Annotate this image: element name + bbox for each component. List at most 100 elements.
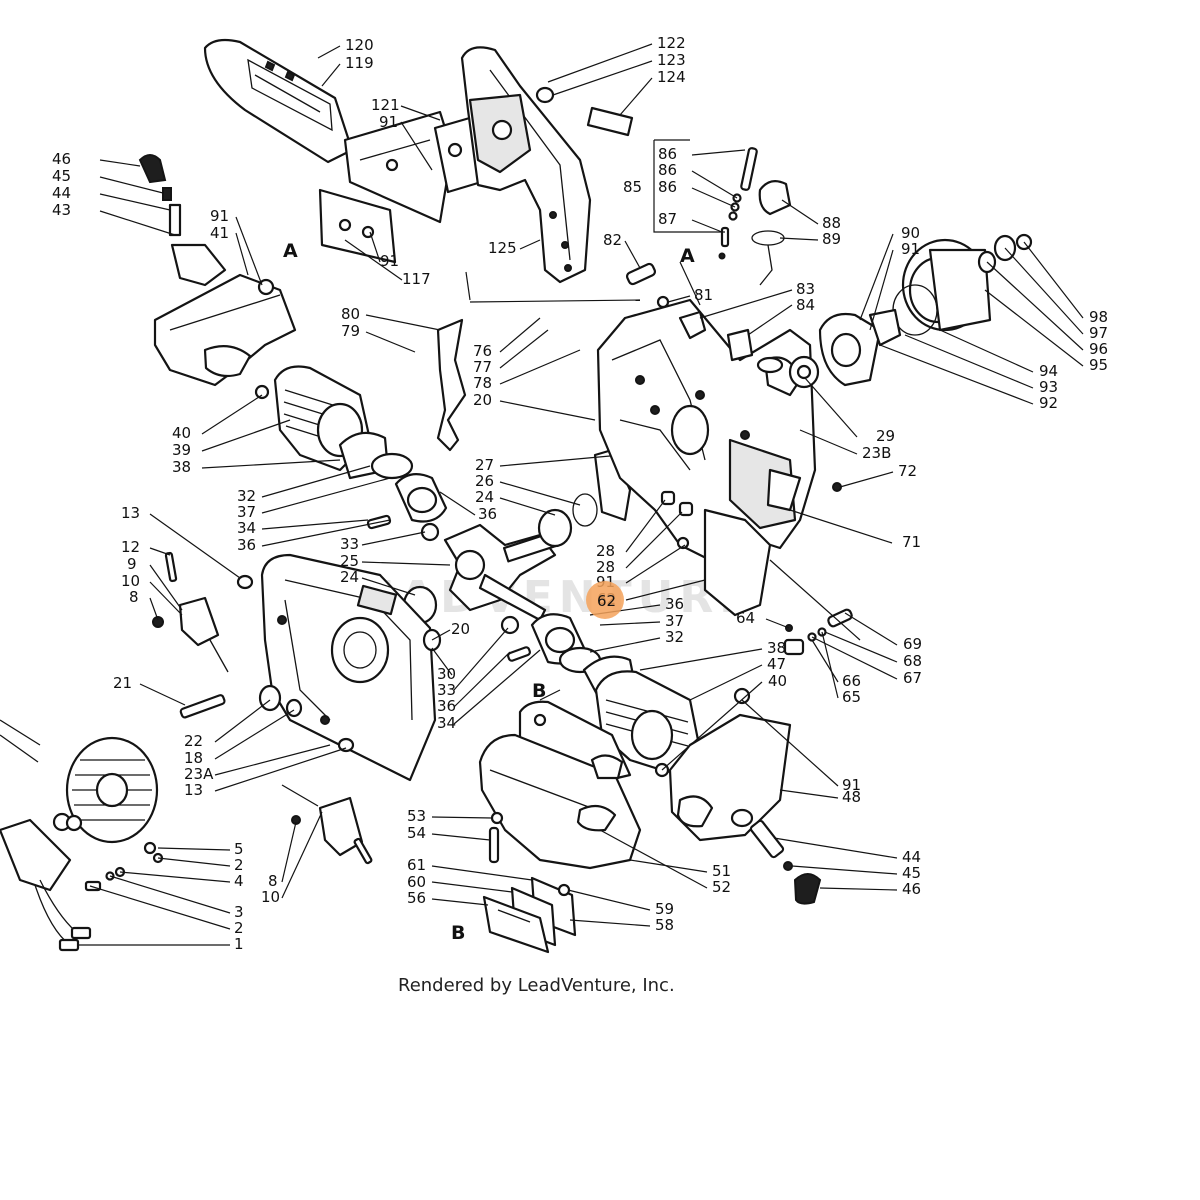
callout-label-73: 67 [903,669,922,687]
ignition-coil-lower [281,784,373,865]
callout-label-30: 97 [1089,324,1108,342]
callout-label-13: 91 [380,252,399,270]
bearing-29-bore [796,364,812,380]
callout-label-82: 65 [842,688,861,706]
ref-label-b-bottom: B [451,922,465,944]
callout-label-110: 56 [407,889,426,907]
callout-label-8: 45 [52,167,71,185]
callout-label-6: 91 [379,113,398,131]
callout-label-7: 46 [52,150,71,168]
callout-label-76: 32 [665,628,684,646]
callout-label-101: 51 [712,862,731,880]
callout-label-3: 123 [657,51,686,69]
needle-bearing-upper [420,522,440,542]
callout-label-108: 61 [407,856,426,874]
screw-72 [832,482,842,492]
callout-label-75: 37 [665,612,684,630]
callout-label-39: 77 [473,358,492,376]
oil-cap [751,179,792,286]
callout-label-47: 27 [475,456,494,474]
callout-label-35: 92 [1039,394,1058,412]
callout-label-80: 47 [767,655,786,673]
hotspot-marker[interactable] [586,581,624,619]
callout-label-56: 71 [902,533,921,551]
callout-label-55: 36 [478,505,497,523]
callout-label-2: 122 [657,34,686,52]
spark-plug-upper [138,154,182,237]
bolt-54 [488,826,500,864]
callout-label-4: 124 [657,68,686,86]
handle-grommet [535,86,555,104]
sprocket-cover [676,508,772,617]
callout-label-16: 86 [658,145,677,163]
intake-assembly [482,876,577,954]
callout-label-17: 86 [658,161,677,179]
callout-label-94: 2 [234,856,244,874]
callout-label-14: 117 [402,270,431,288]
callout-label-98: 1 [234,935,244,953]
callout-label-15: 125 [488,239,517,257]
callout-label-33: 94 [1039,362,1058,380]
screw-21 [179,694,226,719]
grommet-13-upper [236,574,254,590]
callout-label-60: 28 [596,542,615,560]
callout-label-91: 91 [842,776,861,794]
air-filter-cover [153,243,297,387]
front-handle [460,46,592,284]
callout-label-71: 69 [903,635,922,653]
spark-plug-lower [749,819,822,905]
callout-label-37: 79 [341,322,360,340]
callout-label-49: 24 [475,488,494,506]
guide-bar [203,38,354,164]
callout-label-52: 37 [237,503,256,521]
callout-label-22: 89 [822,230,841,248]
washer-53 [490,811,504,825]
seal-22 [258,684,282,712]
callout-label-20: 87 [658,210,677,228]
callout-label-92: 48 [842,788,861,806]
callout-label-106: 8 [268,872,278,890]
callout-label-50: 72 [898,462,917,480]
callout-label-28: 84 [796,296,815,314]
callout-label-61: 28 [596,558,615,576]
callout-label-85: 36 [437,697,456,715]
callout-label-111: 59 [655,900,674,918]
flywheel-nut [143,841,157,855]
muffler-assembly [478,700,642,870]
ref-label-a-right: A [680,245,695,267]
callout-label-90: 13 [184,781,203,799]
callout-label-59: 25 [340,552,359,570]
callout-label-65: 8 [129,588,139,606]
callout-label-19: 86 [658,178,677,196]
ignition-coil-upper [152,551,229,673]
crankshaft [443,523,558,622]
callout-label-23: 90 [901,224,920,242]
oil-pump-parts [783,608,853,656]
piston-ring-upper [370,452,414,480]
callout-label-27: 83 [796,280,815,298]
callout-label-24: 91 [901,240,920,258]
callout-label-109: 60 [407,873,426,891]
callout-label-66: 24 [340,568,359,586]
grommet-13-lower [337,737,355,753]
callout-label-32: 95 [1089,356,1108,374]
callout-label-96: 3 [234,903,244,921]
callout-label-97: 2 [234,919,244,937]
callout-label-100: 54 [407,824,426,842]
callout-label-1: 119 [345,54,374,72]
callout-label-34: 93 [1039,378,1058,396]
callout-label-26: 81 [694,286,713,304]
callout-label-77: 21 [113,674,132,692]
callout-label-41: 20 [473,391,492,409]
callout-label-54: 36 [237,536,256,554]
callout-label-62: 12 [121,538,140,556]
callout-label-78: 30 [437,665,456,683]
callout-label-48: 26 [475,472,494,490]
callout-label-89: 23A [184,765,214,783]
bar-plate-lower [318,188,397,264]
callout-label-70: 64 [736,609,755,627]
crank-seal [572,493,598,527]
callout-label-43: 39 [172,441,191,459]
callout-label-31: 96 [1089,340,1108,358]
